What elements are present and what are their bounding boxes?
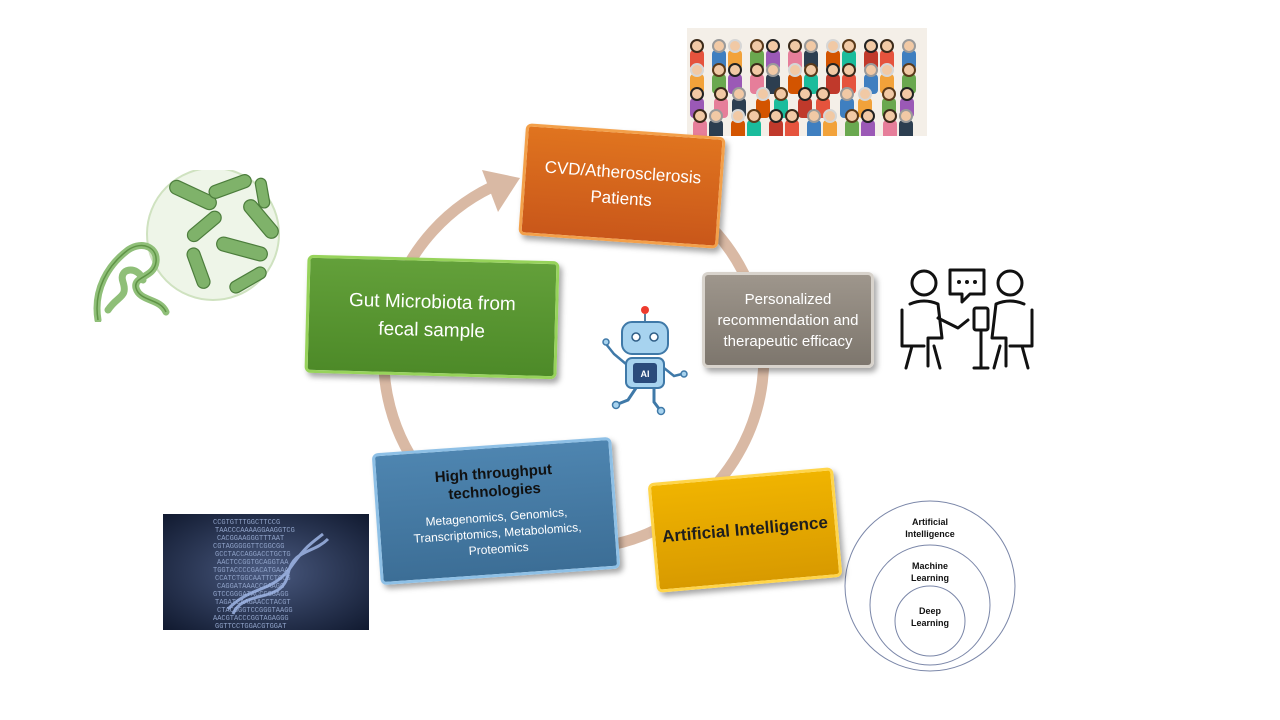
crowd-person-head — [690, 39, 704, 53]
crowd-person-head — [842, 39, 856, 53]
crowd-person — [785, 120, 799, 136]
ai-hierarchy-inner-label: Deep Learning — [910, 606, 949, 628]
personalized-recommendation-box: Personalized recommendation and therapeu… — [702, 272, 874, 368]
crowd-person-head — [769, 109, 783, 123]
crowd-person-head — [750, 63, 764, 77]
crowd-person-head — [728, 39, 742, 53]
crowd-person-head — [858, 87, 872, 101]
crowd-person-head — [804, 63, 818, 77]
crowd-person-head — [880, 39, 894, 53]
crowd-person-head — [899, 109, 913, 123]
crowd-person-head — [766, 39, 780, 53]
crowd-person-head — [804, 39, 818, 53]
crowd-person — [826, 74, 840, 94]
crowd-person — [709, 120, 723, 136]
dna-sequence-line: CCATCTGGCAATTCTGCG — [215, 575, 291, 583]
dna-sequence-line: GCCTACCAGGACCTGCTG — [215, 551, 291, 559]
dna-sequence-line: AACGTACCCGGTAGAGGG — [213, 615, 289, 623]
crowd-person-head — [712, 63, 726, 77]
crowd-person-head — [883, 109, 897, 123]
crowd-person — [769, 120, 783, 136]
crowd-person-head — [798, 87, 812, 101]
crowd-person-head — [845, 109, 859, 123]
crowd-person-head — [785, 109, 799, 123]
crowd-person-head — [690, 87, 704, 101]
crowd-person — [788, 74, 802, 94]
cvd-patients-label: CVD/Atherosclerosis Patients — [544, 157, 702, 211]
dna-sequence-line: CACGGAAGGGTTTAAT — [217, 535, 284, 543]
crowd-person — [807, 120, 821, 136]
crowd-person — [861, 120, 875, 136]
crowd-person-head — [709, 109, 723, 123]
dna-sequence-line: TAACCCAAAAGGAAGGTCG — [215, 527, 295, 535]
ai-hierarchy-outer-label: Artificial Intelligence — [905, 517, 955, 539]
crowd-person-head — [732, 87, 746, 101]
dna-sequence-line: GTCCGGGATACCCGGAGG — [213, 591, 289, 599]
cvd-patients-box: CVD/Atherosclerosis Patients — [518, 123, 726, 249]
gut-bacteria-image — [93, 170, 280, 322]
crowd-person-head — [807, 109, 821, 123]
crowd-person-head — [714, 87, 728, 101]
crowd-person-head — [861, 109, 875, 123]
crowd-person — [747, 120, 761, 136]
dna-sequence-line: TGGTACCCCGACATGAAA — [213, 567, 289, 575]
crowd-people-image — [687, 28, 927, 136]
crowd-person-head — [816, 87, 830, 101]
artificial-intelligence-label: Artificial Intelligence — [661, 512, 829, 547]
dna-sequence-line: CTACGGGTCCGGGTAAGG — [217, 607, 293, 615]
dna-sequence-line: AACTCCGGTGCAGGTAA — [217, 559, 289, 567]
high-throughput-title: High throughput technologies — [434, 461, 553, 504]
crowd-person-head — [728, 63, 742, 77]
crowd-person — [883, 120, 897, 136]
crowd-person-head — [774, 87, 788, 101]
ai-hierarchy-middle-label: Machine Learning — [910, 561, 949, 583]
crowd-person — [823, 120, 837, 136]
crowd-person-head — [826, 63, 840, 77]
dna-sequence-line: CAGGATAAACCGAAGG — [217, 583, 284, 591]
dna-sequence-line: GGTTCCTGGACGTGGAT — [215, 623, 286, 630]
crowd-person-head — [690, 63, 704, 77]
ai-hierarchy-diagram — [844, 500, 1016, 672]
crowd-person-head — [750, 39, 764, 53]
crowd-person-head — [788, 63, 802, 77]
crowd-person-head — [693, 109, 707, 123]
crowd-person — [731, 120, 745, 136]
crowd-person-head — [902, 63, 916, 77]
crowd-person-head — [788, 39, 802, 53]
gut-microbiota-label: Gut Microbiota from fecal sample — [348, 289, 517, 343]
crowd-person — [899, 120, 913, 136]
dna-sequence-line: CGTAGGGGGTTCGGCGG — [213, 543, 284, 551]
crowd-person-head — [900, 87, 914, 101]
high-throughput-box: High throughput technologies Metagenomic… — [371, 436, 621, 586]
dna-sequence-line: CCGTGTTTGGCTTCCG — [213, 519, 280, 527]
crowd-person-head — [864, 39, 878, 53]
personalized-recommendation-label: Personalized recommendation and therapeu… — [717, 290, 859, 350]
ai-robot-icon: AI — [602, 306, 688, 416]
crowd-person-head — [731, 109, 745, 123]
crowd-person-head — [864, 63, 878, 77]
crowd-person-head — [766, 63, 780, 77]
dna-sequence-image: CCGTGTTTGGCTTCCGTAACCCAAAAGGAAGGTCGCACGG… — [163, 514, 369, 630]
counseling-icon — [900, 268, 1034, 370]
crowd-person-head — [756, 87, 770, 101]
crowd-person — [693, 120, 707, 136]
crowd-person-head — [882, 87, 896, 101]
dna-sequence-line: TAGATCAAGAACCTACGT — [215, 599, 291, 607]
crowd-person-head — [823, 109, 837, 123]
high-throughput-subtitle: Metagenomics, Genomics, Transcriptomics,… — [413, 505, 582, 558]
robot-chip-label: AI — [641, 369, 650, 379]
crowd-person — [845, 120, 859, 136]
crowd-person-head — [712, 39, 726, 53]
crowd-person-head — [840, 87, 854, 101]
crowd-person-head — [747, 109, 761, 123]
gut-microbiota-box: Gut Microbiota from fecal sample — [304, 254, 560, 380]
crowd-person-head — [842, 63, 856, 77]
artificial-intelligence-box: Artificial Intelligence — [647, 467, 843, 593]
crowd-person-head — [902, 39, 916, 53]
crowd-person-head — [826, 39, 840, 53]
crowd-person-head — [880, 63, 894, 77]
